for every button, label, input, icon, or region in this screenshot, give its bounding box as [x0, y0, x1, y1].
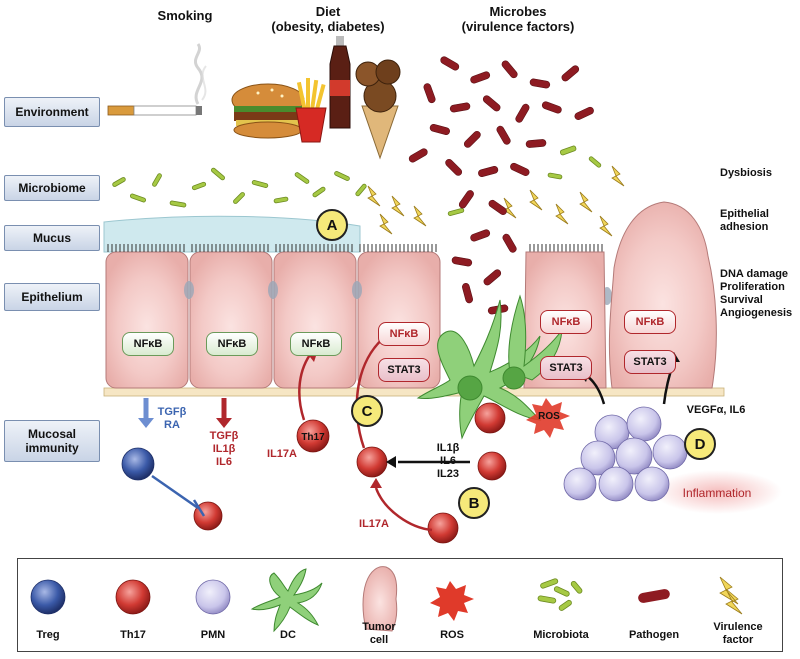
il1b-text: IL1β — [436, 442, 460, 454]
legend-ros-icon — [430, 581, 474, 621]
nfkb-box-3: NFκB — [290, 332, 342, 356]
legend-tumor-label: Tumor cell — [354, 621, 404, 647]
treg-cell — [121, 447, 155, 481]
layer-epithelium: Epithelium — [4, 283, 100, 311]
legend-virulence-line1: Virulence — [713, 621, 763, 633]
inflammation-label: Inflammation — [682, 486, 752, 500]
microbes-label: Microbes (virulence factors) — [448, 4, 588, 34]
il6-text: IL6 — [440, 455, 456, 467]
il23-text: IL23 — [436, 468, 459, 480]
il17a-left-label: IL17A — [267, 448, 297, 460]
legend-icons — [30, 566, 743, 633]
th17-cell-text: Th17 — [301, 432, 325, 443]
virulence-factors — [367, 165, 625, 237]
tight-junctions — [184, 281, 612, 305]
diet-label: Diet (obesity, diabetes) — [258, 4, 398, 34]
ros-burst — [526, 398, 570, 438]
legend-box: Treg Th17 PMN DC Tumor cell ROS Microbio… — [17, 558, 783, 652]
tgfb-blue-text: TGFβ — [157, 406, 187, 418]
diet-label-line1: Diet — [315, 4, 341, 19]
layer-environment: Environment — [4, 97, 100, 127]
red-cytokines-label: TGFβ IL1β IL6 — [204, 430, 244, 469]
stat3-box-2: STAT3 — [540, 356, 592, 380]
legend-ros-label: ROS — [440, 629, 464, 641]
legend-virulence-label: Virulence factor — [706, 621, 770, 647]
diet-label-line2: (obesity, diabetes) — [271, 19, 385, 34]
legend-treg-label: Treg — [36, 629, 60, 641]
layer-mucosal-immunity: Mucosal immunity — [4, 420, 100, 462]
vegf-label: VEGFα, IL6 — [686, 404, 746, 416]
microvilli — [107, 244, 603, 252]
junk-food-icon — [231, 36, 401, 160]
proliferation-label: Proliferation — [720, 281, 785, 293]
outcomes-label: DNA damage Proliferation Survival Angiog… — [720, 268, 792, 320]
nfkb-box-4: NFκB — [378, 322, 430, 346]
tgfb-red-text: TGFβ — [209, 430, 239, 442]
stat3-box-3: STAT3 — [624, 350, 676, 374]
microbes-label-line1: Microbes — [489, 4, 547, 19]
dna-damage-label: DNA damage — [720, 268, 789, 280]
step-a-label: A — [316, 209, 348, 241]
inflammation-glow — [654, 470, 782, 514]
legend-virulence-icon — [719, 576, 743, 615]
ra-text: RA — [164, 419, 180, 431]
step-c-label: C — [351, 395, 383, 427]
signal-arrows — [138, 335, 676, 532]
nfkb-box-2: NFκB — [206, 332, 258, 356]
legend-th17-label: Th17 — [120, 629, 146, 641]
smoking-label: Smoking — [157, 8, 213, 23]
legend-dc-icon — [250, 568, 323, 633]
ros-label: ROS — [538, 411, 560, 422]
legend-virulence-line2: factor — [722, 634, 754, 646]
legend-microbiota-icon — [537, 578, 583, 611]
mucus-layer — [103, 215, 361, 253]
legend-microbiota-label: Microbiota — [533, 629, 589, 641]
layer-microbiome: Microbiome — [4, 175, 100, 201]
nfkb-box-6: NFκB — [624, 310, 676, 334]
diagram-canvas — [103, 36, 782, 544]
legend-dc-label: DC — [280, 629, 296, 641]
pathogens — [408, 56, 594, 315]
legend-pmn-icon — [195, 579, 231, 615]
angiogenesis-label: Angiogenesis — [720, 307, 793, 319]
mucosal-line2: immunity — [25, 441, 79, 455]
legend-pathogen-icon — [638, 589, 670, 603]
dendritic-cells — [416, 294, 563, 440]
legend-tumor-line1: Tumor — [362, 621, 396, 633]
pmn-cluster — [563, 406, 688, 502]
epithelial-adhesion-label: Epithelial adhesion — [720, 208, 769, 234]
legend-tumor-line2: cell — [369, 634, 389, 646]
nfkb-box-5: NFκB — [540, 310, 592, 334]
survival-label: Survival — [720, 294, 763, 306]
legend-pmn-label: PMN — [200, 629, 226, 641]
il17a-bottom-label: IL17A — [359, 518, 389, 530]
stat3-box-1: STAT3 — [378, 358, 430, 382]
mucosal-line1: Mucosal — [27, 427, 76, 441]
cigarette-icon — [107, 43, 207, 116]
layer-mucus: Mucus — [4, 225, 100, 251]
epithelial-line1: Epithelial — [720, 208, 769, 220]
legend-th17-icon — [115, 579, 151, 615]
nfkb-box-1: NFκB — [122, 332, 174, 356]
tgfb-blue-label: TGFβ RA — [152, 406, 192, 432]
il6-red-text: IL6 — [216, 456, 232, 468]
step-b-label: B — [458, 487, 490, 519]
dysbiosis-label: Dysbiosis — [720, 167, 772, 179]
legend-tumor-icon — [362, 566, 398, 632]
legend-treg-icon — [30, 579, 66, 615]
il-cluster-label: IL1β IL6 IL23 — [428, 442, 468, 481]
il1b-red-text: IL1β — [212, 443, 236, 455]
legend-pathogen-label: Pathogen — [628, 629, 680, 641]
basement-membrane — [103, 387, 725, 397]
microbes-label-line2: (virulence factors) — [461, 19, 575, 34]
epithelial-line2: adhesion — [720, 221, 769, 233]
microbiota — [112, 145, 602, 216]
step-d-label: D — [684, 428, 716, 460]
